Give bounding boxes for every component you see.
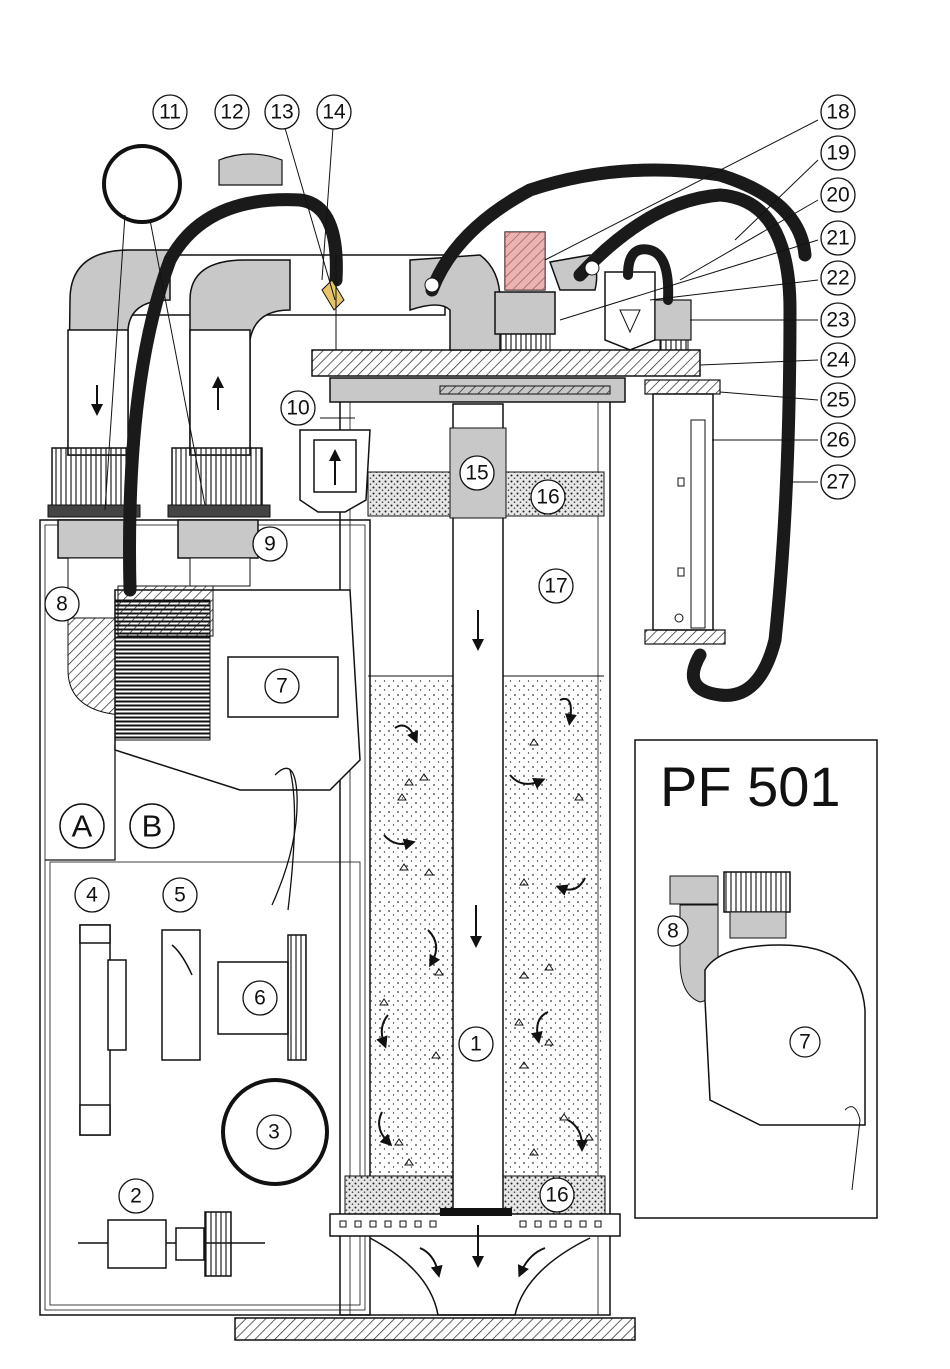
callout-number: 9 xyxy=(264,533,276,556)
callout-number: 7 xyxy=(276,675,288,698)
flowmeter-base xyxy=(645,630,725,644)
callout-number: 3 xyxy=(268,1121,280,1144)
callout-number: 23 xyxy=(826,309,849,332)
callout-number: 22 xyxy=(826,267,849,290)
callout-number: 16 xyxy=(545,1184,568,1207)
fitting-23 xyxy=(655,300,691,340)
callout-number: 10 xyxy=(286,397,309,420)
callout-number: 4 xyxy=(86,884,98,907)
lid-plate xyxy=(312,350,700,376)
fitting-20 xyxy=(495,292,555,334)
pump-body xyxy=(115,586,360,910)
callout-number: 18 xyxy=(826,101,849,124)
callout-number: 5 xyxy=(174,884,186,907)
flowmeter-top xyxy=(645,380,720,394)
callout-number: 21 xyxy=(826,227,849,250)
tube-foot xyxy=(440,1208,512,1216)
callout-number: 27 xyxy=(826,471,849,494)
valve-21 xyxy=(605,272,655,350)
elbow-outlet xyxy=(410,255,500,350)
base-plate xyxy=(235,1318,635,1340)
grid-plate xyxy=(330,1214,620,1236)
callout-number: 8 xyxy=(56,593,68,616)
o-ring-11 xyxy=(104,146,180,222)
callout-number: 11 xyxy=(159,101,181,124)
callout-number: 15 xyxy=(465,462,488,485)
letter-a: A xyxy=(72,809,93,844)
callout-number: 12 xyxy=(220,101,243,124)
central-tube xyxy=(453,404,503,1224)
callout-number: 26 xyxy=(826,429,849,452)
diffuser-cone xyxy=(370,1238,590,1315)
pump-elbow xyxy=(68,618,120,715)
callout-number: 24 xyxy=(826,349,850,372)
valve-10 xyxy=(300,418,370,512)
accessory-5 xyxy=(162,930,200,1060)
callout-number: 1 xyxy=(470,1033,482,1056)
callout-number: 6 xyxy=(254,987,266,1010)
cap-12 xyxy=(219,154,282,185)
inset-callout-7: 7 xyxy=(799,1031,811,1054)
inset-callout-8: 8 xyxy=(667,920,679,943)
inset-title: PF 501 xyxy=(660,755,841,818)
callout-number: 17 xyxy=(544,575,567,598)
callout-number: 14 xyxy=(322,101,346,124)
callout-number: 13 xyxy=(270,101,293,124)
callout-number: 16 xyxy=(536,486,559,509)
callout-number: 2 xyxy=(130,1185,142,1208)
letter-b: B xyxy=(142,809,163,844)
callout-number: 20 xyxy=(826,184,849,207)
callout-number: 19 xyxy=(826,142,849,165)
impeller-2 xyxy=(78,1212,265,1276)
callout-number: 25 xyxy=(826,389,849,412)
accessory-4 xyxy=(80,925,126,1135)
